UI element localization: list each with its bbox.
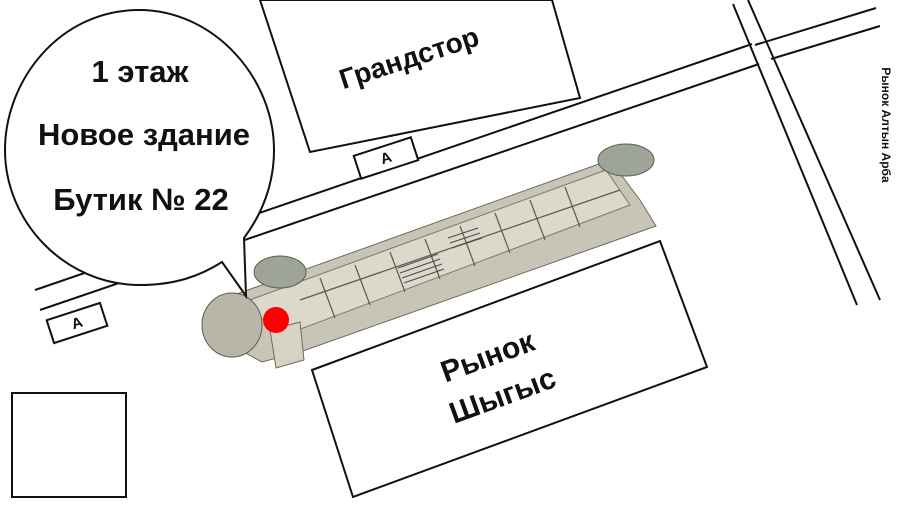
- road-branch-upper: [754, 7, 877, 46]
- block-grandstor: [258, 0, 582, 154]
- road-branch-lower: [770, 25, 881, 60]
- road-vertical-left: [732, 3, 858, 306]
- callout-boutique: Бутик № 22: [53, 182, 229, 217]
- callout-building: Новое здание: [38, 117, 250, 152]
- building-stairs: [397, 227, 483, 284]
- svg-text:A: A: [69, 314, 85, 334]
- side-label-rynok-altyn-arba: Рынок Алтын Арба: [879, 67, 893, 183]
- road-sign-a-top: A: [352, 136, 420, 180]
- building-rotunda-right: [597, 143, 655, 177]
- block-rynok-shygys: [310, 239, 709, 499]
- boutique-location-marker: [263, 307, 289, 333]
- road-sign-a-left: A: [45, 301, 109, 345]
- building-entrance: [269, 321, 305, 369]
- building-rotunda-left: [201, 292, 263, 358]
- legend-square: [11, 392, 127, 498]
- road-vertical-right: [747, 0, 881, 301]
- callout-bubble: [3, 8, 276, 300]
- callout-floor: 1 этаж: [92, 54, 190, 89]
- svg-text:A: A: [378, 149, 394, 169]
- building-rotunda-left-top: [253, 255, 307, 289]
